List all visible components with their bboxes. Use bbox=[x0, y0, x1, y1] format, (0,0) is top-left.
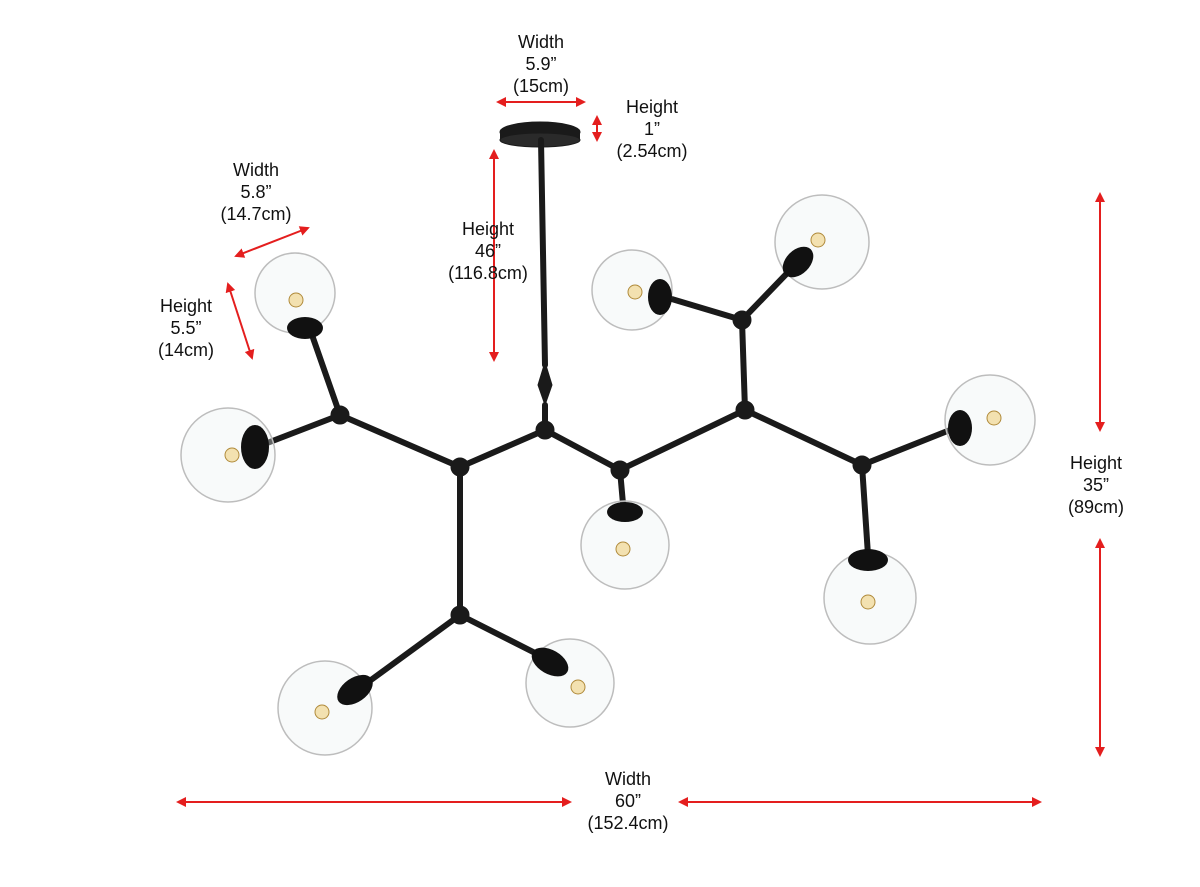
fixture-height-label: Height 35” (89cm) bbox=[1068, 452, 1124, 518]
dim-title: Height bbox=[461, 219, 515, 239]
dim-title: Height bbox=[159, 296, 213, 316]
chandelier bbox=[180, 121, 1036, 756]
dim-metric: (15cm) bbox=[512, 76, 570, 96]
shade-height-arrow bbox=[225, 282, 255, 360]
dim-imperial: 5.5” bbox=[170, 318, 202, 338]
dim-imperial: 5.8” bbox=[240, 182, 272, 202]
hubs bbox=[330, 310, 872, 625]
dim-imperial: 35” bbox=[1082, 475, 1110, 495]
dim-imperial: 46” bbox=[474, 241, 502, 261]
dim-imperial: 5.9” bbox=[525, 54, 557, 74]
rod-height-label: Height 46” (116.8cm) bbox=[448, 218, 528, 284]
dimension-arrows bbox=[176, 97, 1105, 807]
shade-width-arrow bbox=[234, 226, 310, 258]
dim-metric: (89cm) bbox=[1067, 497, 1125, 517]
dim-metric: (152.4cm) bbox=[587, 813, 669, 833]
dim-title: Width bbox=[604, 769, 651, 789]
glass-shades bbox=[180, 194, 1036, 756]
dim-metric: (2.54cm) bbox=[616, 141, 688, 161]
sockets bbox=[241, 246, 972, 706]
canopy-height-label: Height 1” (2.54cm) bbox=[616, 96, 687, 162]
dim-metric: (14cm) bbox=[157, 340, 215, 360]
dim-title: Height bbox=[625, 97, 679, 117]
canopy-width-label: Width 5.9” (15cm) bbox=[513, 31, 569, 97]
shade-width-label: Width 5.8” (14.7cm) bbox=[220, 159, 291, 225]
fixture-width-label: Width 60” (152.4cm) bbox=[587, 768, 668, 834]
dim-imperial: 60” bbox=[614, 791, 641, 811]
dim-title: Width bbox=[517, 32, 565, 52]
dim-metric: (116.8cm) bbox=[448, 263, 528, 283]
rod-joint bbox=[537, 360, 553, 407]
dim-title: Height bbox=[1069, 453, 1123, 473]
dim-title: Width bbox=[232, 160, 280, 180]
dim-metric: (14.7cm) bbox=[220, 204, 292, 224]
shade-height-label: Height 5.5” (14cm) bbox=[158, 295, 214, 361]
dim-imperial: 1” bbox=[643, 119, 661, 139]
bulbs bbox=[224, 232, 1002, 720]
